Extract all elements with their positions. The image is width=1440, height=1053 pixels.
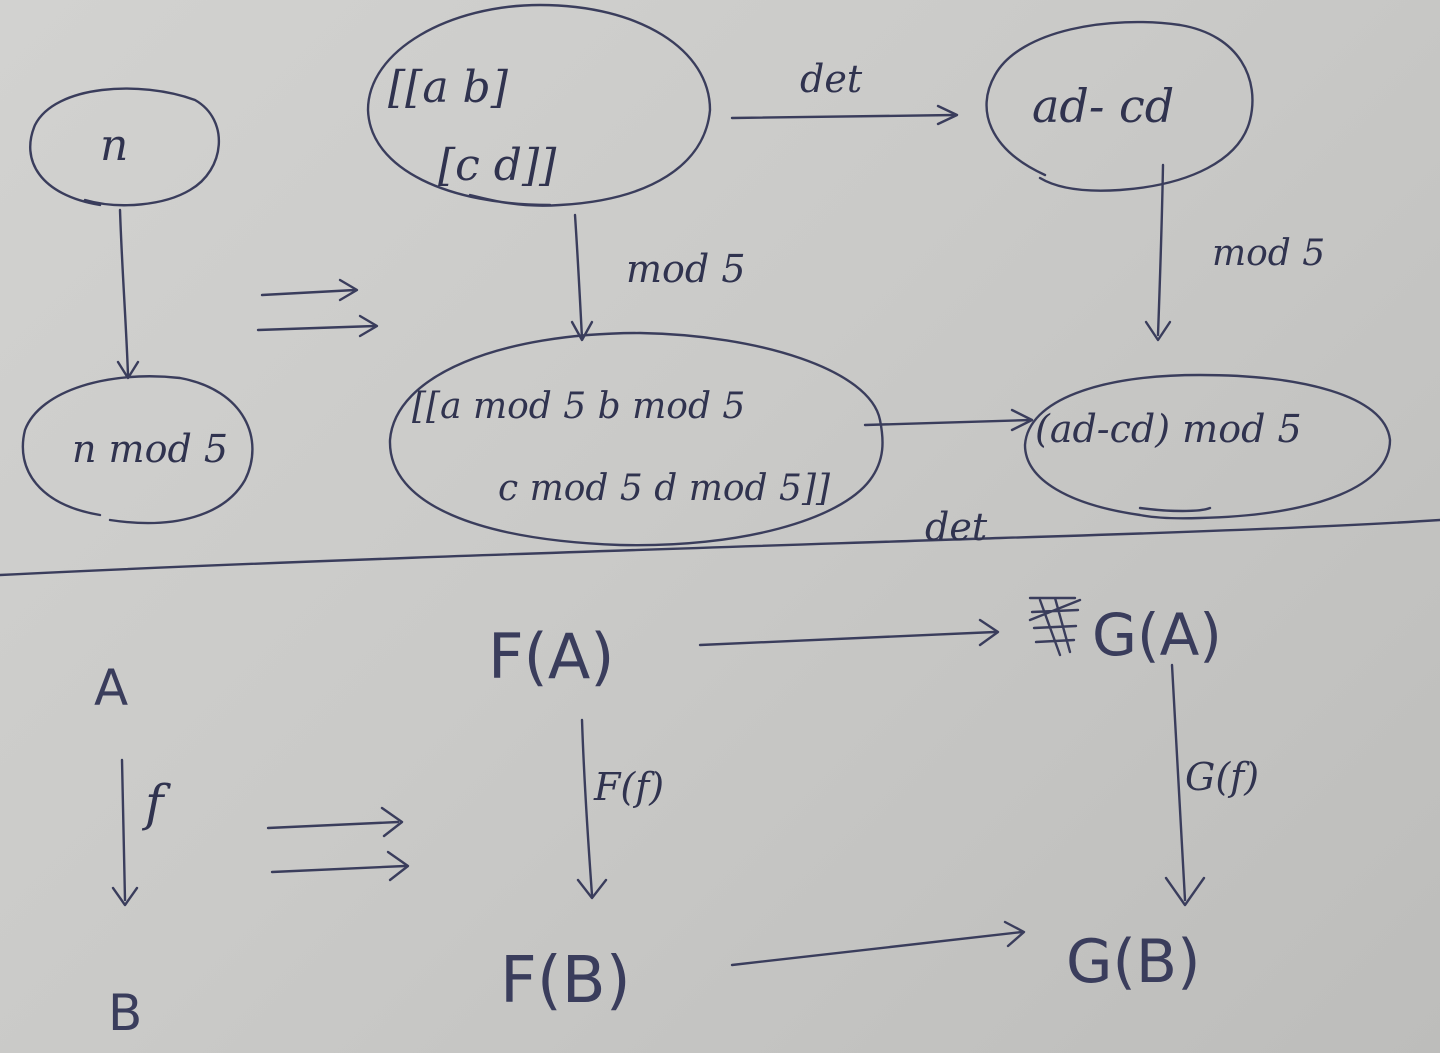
label-Gf: G(f) (1185, 755, 1259, 799)
label-GB: G(B) (1066, 927, 1200, 997)
label-GA: G(A) (1092, 601, 1222, 669)
natural-transformation-double-arrow-bottom (266, 806, 410, 882)
label-FB: F(B) (500, 944, 631, 1018)
node-ellipse-matrix-mod5 (388, 331, 884, 547)
label-matrix-row2: [c d]] (438, 140, 557, 191)
node-ellipse-n-mod5 (21, 375, 254, 525)
arrow-FA-GA (698, 618, 1000, 647)
label-det-bottom: det (925, 505, 988, 549)
label-f: f (141, 774, 171, 832)
label-n: n (100, 120, 128, 171)
natural-transformation-double-arrow-top (256, 278, 379, 338)
arrow-matrix-down (570, 213, 594, 342)
node-ellipse-det-mod5 (1023, 373, 1392, 520)
arrow-F-f (576, 718, 608, 900)
node-ellipse-matrix (366, 3, 712, 207)
arrow-FB-GB (730, 920, 1026, 967)
arrow-det-top (730, 104, 959, 126)
label-Ff: F(f) (593, 765, 664, 809)
separator-line (0, 518, 1440, 577)
ink-stroke (1138, 506, 1212, 513)
label-n-mod5: n mod 5 (72, 427, 228, 471)
label-mod5-middle: mod 5 (626, 247, 746, 291)
arrow-G-f (1164, 663, 1206, 907)
scribble-mark (1028, 596, 1082, 657)
label-matrix-mod5-row2: c mod 5 d mod 5]] (498, 468, 831, 509)
arrow-det-bottom (863, 408, 1034, 432)
label-det-value: ad- cd (1032, 79, 1174, 133)
label-matrix-mod5-row1: [[a mod 5 b mod 5 (412, 386, 745, 427)
arrow-n-down (116, 208, 140, 380)
arrow-f (111, 758, 139, 907)
label-B: B (108, 984, 142, 1042)
label-FA: F(A) (488, 620, 614, 693)
label-mod5-right: mod 5 (1212, 233, 1325, 274)
node-ellipse-n (29, 87, 220, 207)
label-det-top: det (800, 57, 863, 101)
label-matrix-row1: [[a b] (388, 62, 509, 113)
label-det-mod5: (ad-cd) mod 5 (1035, 407, 1302, 451)
label-A: A (94, 659, 128, 717)
arrow-det-down (1144, 163, 1172, 342)
node-ellipse-det (985, 20, 1254, 192)
